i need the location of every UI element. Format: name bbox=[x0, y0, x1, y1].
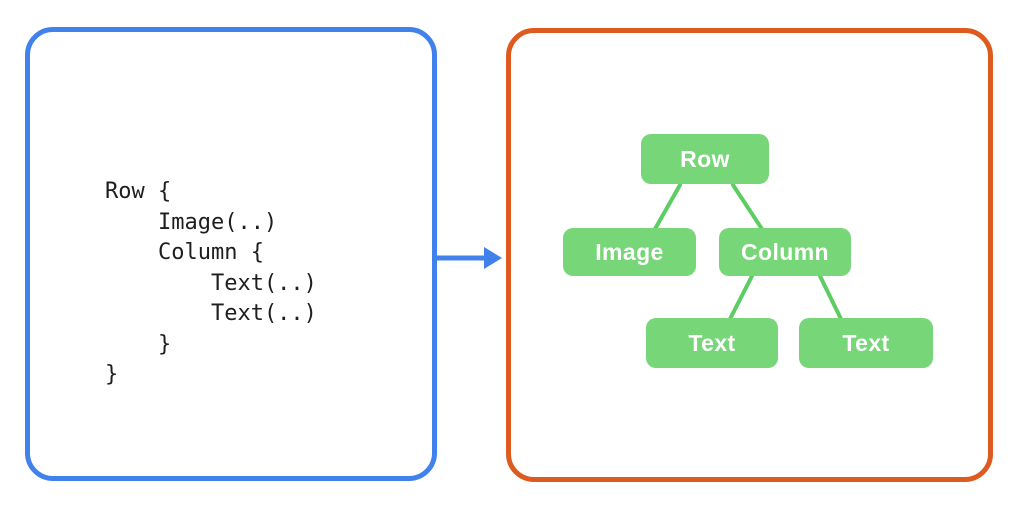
code-line: Text(..) bbox=[105, 301, 317, 326]
tree-node-text-left: Text bbox=[646, 318, 778, 368]
tree-node-column: Column bbox=[719, 228, 851, 276]
right-arrow-icon bbox=[437, 247, 502, 269]
tree-node-row: Row bbox=[641, 134, 769, 184]
code-line: } bbox=[105, 362, 119, 387]
arrow-head bbox=[484, 247, 502, 269]
code-line: Column { bbox=[105, 240, 264, 265]
tree-node-label: Column bbox=[741, 238, 829, 265]
code-line: } bbox=[105, 331, 172, 357]
tree-node-label: Text bbox=[688, 329, 736, 356]
tree-node-image: Image bbox=[563, 228, 696, 276]
tree-node-label: Image bbox=[595, 238, 664, 265]
tree-node-label: Row bbox=[680, 145, 730, 172]
code-line: Text(..) bbox=[105, 270, 317, 296]
tree-node-label: Text bbox=[842, 329, 890, 356]
code-line: Image(..) bbox=[105, 209, 278, 235]
code-block: Row { Image(..) Column { Text(..) Text(.… bbox=[105, 177, 317, 391]
code-panel bbox=[25, 27, 437, 481]
code-line: Row { bbox=[105, 179, 172, 204]
tree-node-text-right: Text bbox=[799, 318, 933, 368]
